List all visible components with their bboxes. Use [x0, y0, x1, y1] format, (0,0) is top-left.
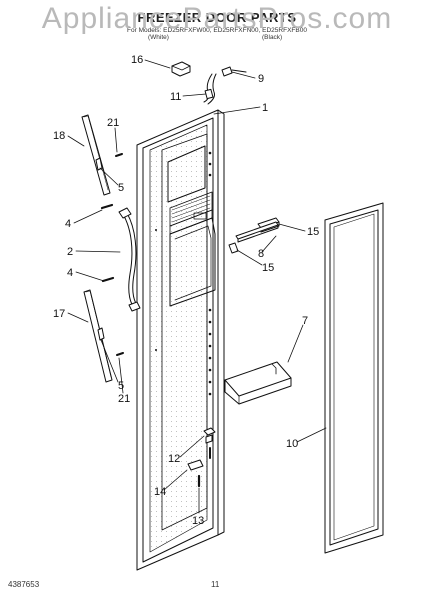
- top-hinge-parts: [171, 61, 247, 105]
- callout-10: 9: [258, 73, 264, 85]
- shelf-retainer-9: [235, 221, 279, 243]
- callout-12: 12: [168, 453, 180, 465]
- callout-11: 11: [170, 91, 181, 103]
- callout-4-top: 4: [65, 218, 71, 230]
- callout-15-top: 15: [307, 226, 319, 238]
- callout-13: 13: [192, 515, 204, 527]
- leader-lines: [67, 59, 327, 514]
- dispenser-housing: [167, 145, 216, 307]
- callout-7: 7: [302, 315, 308, 327]
- callout-2: 2: [67, 246, 73, 258]
- callout-14: 14: [154, 486, 166, 498]
- color-note-white: (White): [148, 34, 169, 41]
- callout-8: 10: [286, 438, 298, 450]
- callout-1: 1: [262, 102, 268, 114]
- callout-18: 18: [53, 130, 65, 142]
- callout-21-bottom: 21: [118, 393, 130, 405]
- callout-5-top: 5: [118, 182, 124, 194]
- diagram-title: FREEZER DOOR PARTS: [137, 10, 297, 25]
- callout-17: 17: [53, 308, 65, 320]
- callout-21-top: 21: [107, 117, 119, 129]
- handle-screws: [100, 203, 115, 283]
- liner-holes: [155, 151, 212, 396]
- trim-strip-18: [81, 114, 111, 196]
- callout-15-bottom: 15: [262, 262, 274, 274]
- callout-4-bottom: 4: [67, 267, 73, 279]
- callout-labels: 16 9 11 1 18 21 5 4 2 4 17 5 21 15 8 15 …: [53, 54, 319, 527]
- door-bin-7: [224, 361, 292, 405]
- models-line: For Models: ED25RFXFW00, ED25RFXFN00, ED…: [127, 27, 307, 34]
- door-panel: [136, 109, 225, 571]
- trim-strip-17: [83, 289, 113, 383]
- document-number: 4387653: [8, 580, 40, 589]
- door-gasket: [324, 202, 384, 554]
- page-number: 11: [211, 580, 220, 589]
- callout-5-bottom: 5: [118, 380, 124, 392]
- watermark-text: AppliancePartsPros.com: [41, 2, 393, 35]
- callout-16: 16: [131, 54, 143, 66]
- shelf-retainer-15-bottom: [228, 242, 239, 254]
- strip-clips-and-screws: [95, 153, 124, 356]
- callout-9: 8: [258, 248, 264, 260]
- color-note-black: (Black): [262, 34, 283, 41]
- door-handle: [118, 207, 141, 312]
- bottom-hinge-parts: [187, 427, 216, 488]
